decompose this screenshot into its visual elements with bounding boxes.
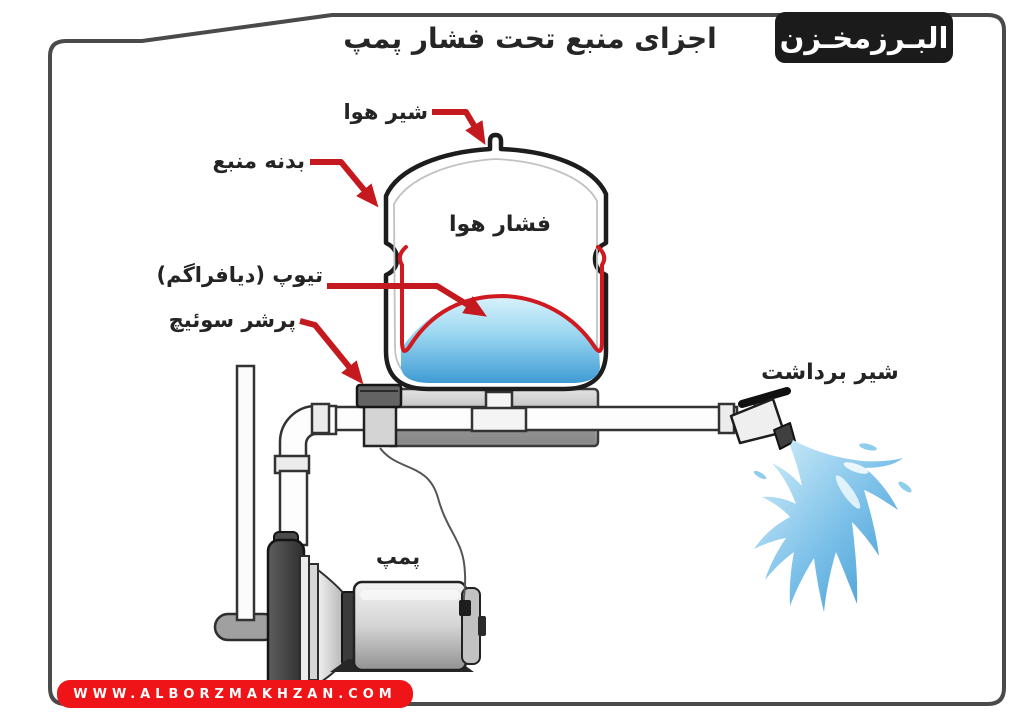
- diaphragm-membrane: [397, 245, 607, 353]
- water-spray: [753, 440, 912, 612]
- suction-plumbing: [213, 364, 338, 642]
- pressure-tank: [383, 132, 609, 392]
- pump-head: [266, 538, 306, 692]
- pressure-switch-arrow: [299, 318, 364, 385]
- callout-arrows: [299, 109, 487, 385]
- air-valve-arrow: [432, 109, 486, 146]
- tank-tee-fitting: [470, 390, 528, 433]
- outlet-faucet: [729, 387, 796, 450]
- switch-wire: [379, 447, 467, 603]
- label-air-pressure: فشار هوا: [449, 212, 551, 237]
- wire-terminal: [459, 600, 471, 616]
- label-pump: پمپ: [375, 545, 421, 569]
- website-bar: WWW.ALBORZMAKHZAN.COM: [57, 680, 413, 708]
- label-outlet-valve: شیر برداشت: [761, 360, 899, 385]
- diaphragm-arrow: [327, 283, 487, 317]
- label-air-valve: شیر هوا: [343, 100, 428, 124]
- label-tank-body: بدنه منبع: [212, 149, 305, 173]
- brand-logo-text: البـرزمخـزن: [779, 20, 949, 55]
- label-diaphragm-tube: تیوپ (دیافراگم): [156, 263, 323, 287]
- tank-body-arrow: [310, 159, 379, 208]
- pump: [266, 531, 486, 692]
- page-title: اجزای منبع تحت فشار پمپ: [343, 22, 717, 55]
- pressure-switch: [355, 383, 403, 448]
- tank-water: [401, 295, 600, 383]
- suction-pipe: [235, 364, 256, 622]
- brand-logo: البـرزمخـزن: [775, 12, 953, 63]
- label-pressure-switch: پرشر سوئیچ: [168, 308, 296, 332]
- website-url-text: WWW.ALBORZMAKHZAN.COM: [73, 686, 397, 702]
